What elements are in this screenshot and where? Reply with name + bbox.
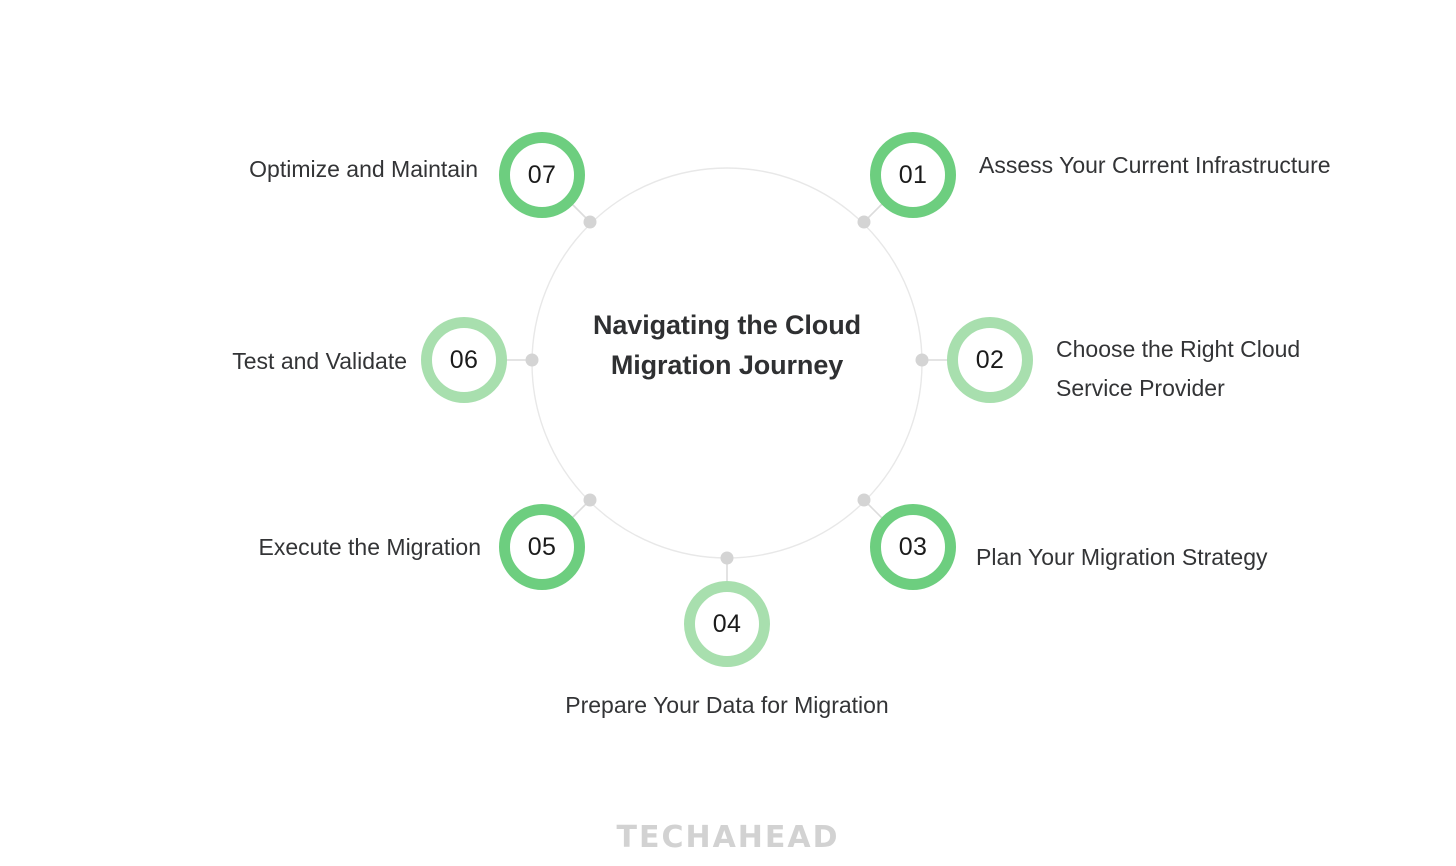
step-node-04[interactable]: 04 [684,581,770,667]
connector-dot-01 [857,215,871,229]
step-node-01[interactable]: 01 [870,132,956,218]
step-node-07[interactable]: 07 [499,132,585,218]
step-label-03: Plan Your Migration Strategy [976,544,1268,570]
connector-dot-02 [915,353,929,367]
connector-dot-06 [525,353,539,367]
step-label-05: Execute the Migration [258,534,481,560]
step-label-02: Choose the Right Cloud Service Provider [1056,336,1301,401]
connector-dot-04 [720,551,734,565]
step-label-01: Assess Your Current Infrastructure [979,152,1331,178]
step-label-04: Prepare Your Data for Migration [565,692,889,718]
connector-dot-03 [857,493,871,507]
step-label-06: Test and Validate [232,348,407,374]
step-node-06[interactable]: 06 [421,317,507,403]
step-number-01: 01 [898,160,928,189]
step-number-04: 04 [712,609,742,638]
center-title: Navigating the Cloud Migration Journey [592,310,861,380]
step-node-05[interactable]: 05 [499,504,585,590]
connector-dots [525,215,929,565]
step-node-03[interactable]: 03 [870,504,956,590]
step-number-05: 05 [527,532,557,561]
step-number-03: 03 [898,532,928,561]
step-number-07: 07 [527,160,557,189]
connector-dot-05 [583,493,597,507]
step-number-06: 06 [449,345,479,374]
step-node-02[interactable]: 02 [947,317,1033,403]
techahead-watermark: TECHAHEAD [616,820,840,855]
step-number-02: 02 [975,345,1005,374]
step-label-07: Optimize and Maintain [249,156,478,182]
connector-dot-07 [583,215,597,229]
